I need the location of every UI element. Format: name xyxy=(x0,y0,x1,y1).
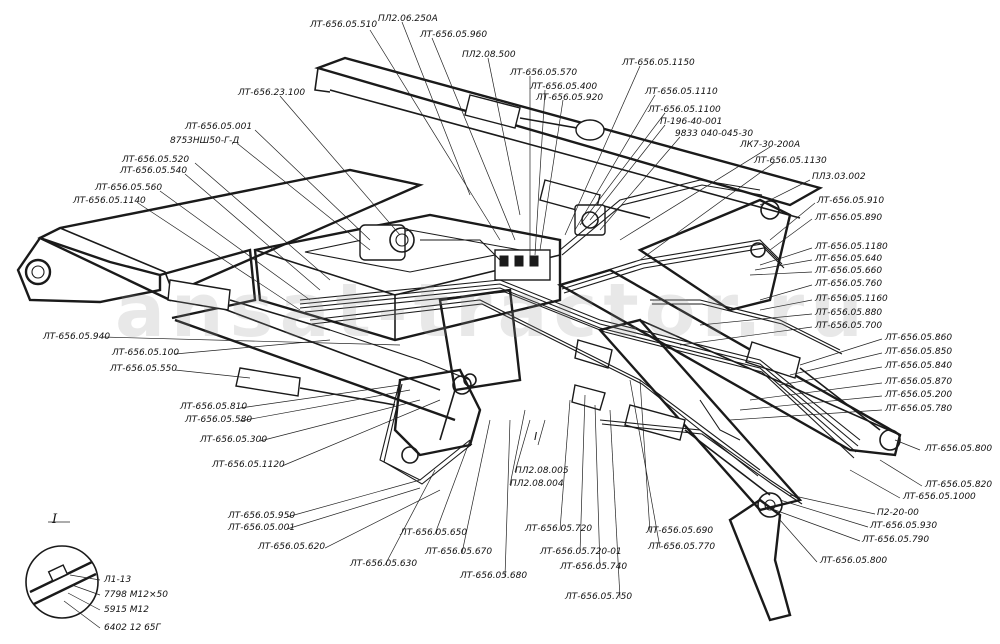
part-label: ЛТ-656.05.1180 xyxy=(815,242,888,252)
part-label: ЛТ-656.05.640 xyxy=(815,254,883,264)
part-label: ЛТ-656.05.1120 xyxy=(212,460,285,470)
part-label: ЛТ-656.05.550 xyxy=(110,364,178,374)
detail-view-id: I xyxy=(52,512,58,527)
pump-valve-block xyxy=(359,204,606,281)
part-label: ЛТ-656.05.940 xyxy=(43,332,111,342)
part-label: ЛТ-656.05.890 xyxy=(815,213,883,223)
part-label: ЛТ-656.05.700 xyxy=(815,321,883,331)
part-label: ЛТ-656.05.770 xyxy=(648,542,716,552)
part-label: ЛТ-656.05.1130 xyxy=(754,156,827,166)
part-label: ПЛ2.08.004 xyxy=(510,479,564,489)
part-label: ЛТ-656.05.870 xyxy=(885,377,953,387)
part-label: ЛТ-656.05.1100 xyxy=(648,105,721,115)
part-label: ЛТ-656.05.790 xyxy=(862,535,930,545)
part-label: ЛТ-656.05.560 xyxy=(95,183,163,193)
part-label: 8753НШ50-Г-Д xyxy=(170,136,240,146)
part-label: ЛТ-656.05.920 xyxy=(536,93,604,103)
detail-view-circle xyxy=(25,521,101,629)
part-label: ЛТ-656.05.820 xyxy=(925,480,993,490)
part-label: ЛТ-656.05.880 xyxy=(815,308,883,318)
part-label: ЛТ-656.05.620 xyxy=(258,542,326,552)
part-label: ЛТ-656.05.510 xyxy=(310,20,378,30)
part-label: ЛТ-656.05.1160 xyxy=(815,294,888,304)
part-label: ЛТ-656.05.800 xyxy=(820,556,888,566)
part-label: П-196-40-001 xyxy=(660,117,723,127)
part-label: ЛТ-656.05.1140 xyxy=(73,196,146,206)
part-label: ЛТ-656.05.690 xyxy=(646,526,714,536)
part-label: ЛТ-656.05.400 xyxy=(530,82,598,92)
part-label: ЛТ-656.05.1000 xyxy=(903,492,976,502)
part-label: ЛТ-656.05.1110 xyxy=(645,87,718,97)
part-label: ЛТ-656.05.580 xyxy=(185,415,253,425)
leader-lines xyxy=(101,21,923,599)
part-label: ЛТ-656.05.650 xyxy=(400,528,468,538)
part-label: П2-20-00 xyxy=(877,508,919,518)
part-label: ЛТ-656.05.950 xyxy=(228,511,296,521)
part-label: 9833 040-045-30 xyxy=(675,129,754,139)
pipes xyxy=(299,179,861,505)
part-label: ЛТ-656.05.001 xyxy=(185,122,253,132)
part-label: ЛТ-656.05.780 xyxy=(885,404,953,414)
watermark: ansat-tractor.ru xyxy=(115,268,869,354)
part-label: ПЛ2.06.250А xyxy=(378,14,438,24)
part-label: ЛТ-656.05.570 xyxy=(510,68,578,78)
part-label: ПЛ2.08.500 xyxy=(462,50,516,60)
part-label: ЛТ-656.05.960 xyxy=(420,30,488,40)
part-label: ЛТ-656.05.720 xyxy=(525,524,593,534)
part-label: ЛТ-656.05.840 xyxy=(885,361,953,371)
part-label: ЛТ-656.05.850 xyxy=(885,347,953,357)
part-label: ЛТ-656.05.860 xyxy=(885,333,953,343)
view-marker: I xyxy=(534,430,538,443)
part-label: ЛТ-656.05.810 xyxy=(180,402,248,412)
part-label: ЛТ-656.05.800 xyxy=(925,444,993,454)
part-label: ЛТ-656.05.660 xyxy=(815,266,883,276)
part-label: ЛТ-656.05.300 xyxy=(200,435,268,445)
detail-label: 5915 М12 xyxy=(104,605,149,615)
part-label: ЛТ-656.05.630 xyxy=(350,559,418,569)
detail-label: 7798 М12×50 xyxy=(104,590,168,600)
part-label: ЛТ-656.05.750 xyxy=(565,592,633,602)
part-label: ЛТ-656.05.740 xyxy=(560,562,628,572)
part-label: ПЛ2.08.005 xyxy=(515,466,569,476)
part-label: ЛТ-656.05.520 xyxy=(122,155,190,165)
part-label: ЛТ-656.05.200 xyxy=(885,390,953,400)
part-label: ЛК7-30-200А xyxy=(740,140,801,150)
part-label: ЛТ-656.05.001 xyxy=(228,523,296,533)
part-label: ЛТ-656.05.680 xyxy=(460,571,528,581)
detail-label: 6402 12 65Г xyxy=(104,623,161,633)
detail-label: Л1-13 xyxy=(104,575,132,585)
part-label: ЛТ-656.05.100 xyxy=(112,348,180,358)
part-label: ЛТ-656.05.720-01 xyxy=(540,547,622,557)
part-label: ЛТ-656.23.100 xyxy=(238,88,306,98)
part-label: ЛТ-656.05.670 xyxy=(425,547,493,557)
part-label: ПЛ3.03.002 xyxy=(812,172,866,182)
part-label: ЛТ-656.05.910 xyxy=(817,196,885,206)
part-label: ЛТ-656.05.930 xyxy=(870,521,938,531)
part-label: ЛТ-656.05.540 xyxy=(120,166,188,176)
part-label: ЛТ-656.05.760 xyxy=(815,279,883,289)
part-label: ЛТ-656.05.1150 xyxy=(622,58,695,68)
